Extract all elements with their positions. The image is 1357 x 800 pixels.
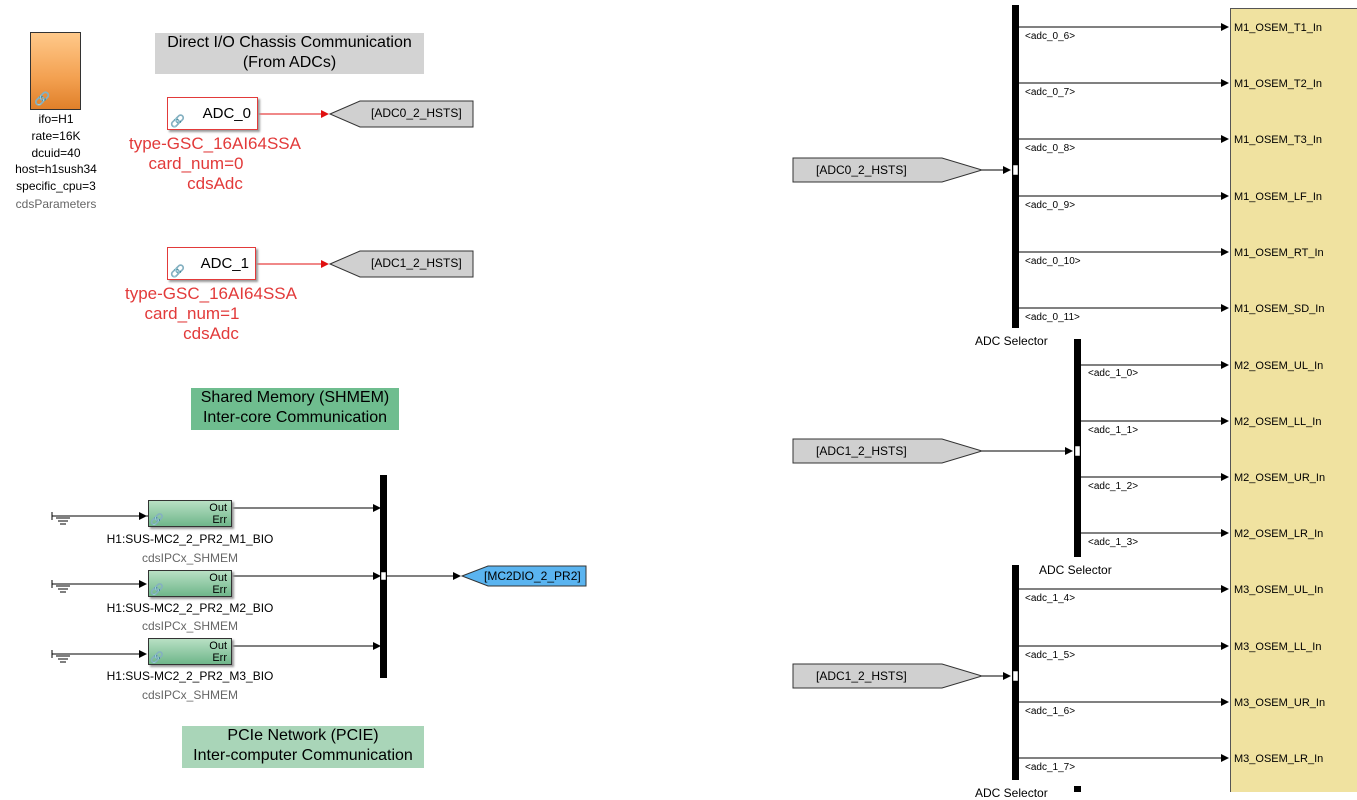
port-err: Err xyxy=(212,584,227,596)
shmem-title: Shared Memory (SHMEM) Inter-core Communi… xyxy=(191,388,399,430)
ipc-name-m1: H1:SUS-MC2_2_PR2_M1_BIO xyxy=(106,532,274,546)
title-line: (From ADCs) xyxy=(242,54,337,71)
port-err: Err xyxy=(212,514,227,526)
selector-label-2: ADC Selector xyxy=(1039,563,1112,577)
port-out: Out xyxy=(209,572,227,584)
input-port-label: M1_OSEM_T3_In xyxy=(1234,134,1323,146)
input-port-label: M3_OSEM_UR_In xyxy=(1234,697,1326,709)
adc1-card: card_num=1 xyxy=(144,304,240,323)
from-tag-adc0[interactable]: [ADC0_2_HSTS] xyxy=(816,163,907,177)
signal-label: <adc_1_2> xyxy=(1088,481,1139,492)
selector-label-3: ADC Selector xyxy=(975,786,1048,800)
selector-label-1: ADC Selector xyxy=(975,334,1048,348)
adc1-cdsadc: cdsAdc xyxy=(183,324,239,343)
signal-label: <adc_1_4> xyxy=(1025,593,1076,604)
params-block-name: cdsParameters xyxy=(15,197,97,211)
goto-adc0[interactable]: [ADC0_2_HSTS] xyxy=(371,106,462,120)
port-out: Out xyxy=(209,640,227,652)
input-port-label: M1_OSEM_LF_In xyxy=(1234,191,1323,203)
param-rate: rate=16K xyxy=(31,129,81,143)
cds-parameters-block[interactable]: 🔗 xyxy=(30,32,81,110)
link-icon: 🔗 xyxy=(150,652,164,664)
subsystem-block[interactable]: M1_OSEM_T1_In M1_OSEM_T2_In M1_OSEM_T3_I… xyxy=(1230,8,1357,792)
from-tag-adc1-b[interactable]: [ADC1_2_HSTS] xyxy=(816,669,907,683)
input-port-label: M2_OSEM_UL_In xyxy=(1234,360,1324,372)
adc1-label: ADC_1 xyxy=(200,255,249,272)
ground-icon xyxy=(51,580,70,593)
title-line: PCIe Network (PCIE) xyxy=(227,727,379,744)
input-port-label: M3_OSEM_UL_In xyxy=(1234,584,1324,596)
link-icon: 🔗 xyxy=(170,114,185,128)
signal-label: <adc_0_6> xyxy=(1025,31,1076,42)
signal-label: <adc_1_0> xyxy=(1088,368,1139,379)
title-line: Shared Memory (SHMEM) xyxy=(200,389,390,406)
signal-label: <adc_1_1> xyxy=(1088,425,1139,436)
ipc-name-m3: H1:SUS-MC2_2_PR2_M3_BIO xyxy=(106,669,274,683)
adc0-cdsadc: cdsAdc xyxy=(187,174,243,193)
ipc-type-m3: cdsIPCx_SHMEM xyxy=(141,688,239,702)
link-icon: 🔗 xyxy=(170,264,185,278)
param-host: host=h1sush34 xyxy=(15,162,97,176)
title-line: Direct I/O Chassis Communication xyxy=(167,34,412,51)
adc1-type: type-GSC_16AI64SSA xyxy=(125,284,297,303)
param-ifo: ifo=H1 xyxy=(38,112,74,126)
input-port-label: M3_OSEM_LR_In xyxy=(1234,753,1324,765)
signal-label: <adc_0_11> xyxy=(1025,312,1080,323)
title-line: Inter-computer Communication xyxy=(193,747,413,764)
input-port-label: M3_OSEM_LL_In xyxy=(1234,641,1322,653)
port-out: Out xyxy=(209,502,227,514)
ground-icon xyxy=(51,650,70,663)
title-line: Inter-core Communication xyxy=(202,409,388,426)
input-port-label: M1_OSEM_RT_In xyxy=(1234,247,1324,259)
ipc-type-m1: cdsIPCx_SHMEM xyxy=(141,551,239,565)
input-port-label: M2_OSEM_LR_In xyxy=(1234,528,1324,540)
signal-label: <adc_0_9> xyxy=(1025,200,1076,211)
adc0-card: card_num=0 xyxy=(148,154,244,173)
param-cpu: specific_cpu=3 xyxy=(16,179,96,193)
goto-adc1[interactable]: [ADC1_2_HSTS] xyxy=(371,256,462,270)
port-err: Err xyxy=(212,652,227,664)
goto-adc1-shape xyxy=(328,250,474,278)
param-dcuid: dcuid=40 xyxy=(31,146,81,160)
pcie-title: PCIe Network (PCIE) Inter-computer Commu… xyxy=(182,726,424,768)
adc1-block[interactable]: 🔗 ADC_1 xyxy=(167,247,256,280)
input-port-label: M1_OSEM_T2_In xyxy=(1234,78,1323,90)
input-port-label: M1_OSEM_SD_In xyxy=(1234,303,1325,315)
ipc-block-m3[interactable]: 🔗 Out Err xyxy=(148,638,232,665)
adc0-block[interactable]: 🔗 ADC_0 xyxy=(167,97,258,130)
signal-label: <adc_1_3> xyxy=(1088,537,1139,548)
goto-adc0-shape xyxy=(328,100,474,128)
adc0-type: type-GSC_16AI64SSA xyxy=(129,134,301,153)
signal-label: <adc_1_5> xyxy=(1025,650,1076,661)
link-icon: 🔗 xyxy=(150,514,164,526)
link-icon: 🔗 xyxy=(34,91,51,106)
ipc-type-m2: cdsIPCx_SHMEM xyxy=(141,619,239,633)
signal-label: <adc_1_7> xyxy=(1025,762,1076,773)
ipc-block-m1[interactable]: 🔗 Out Err xyxy=(148,500,232,527)
input-port-label: M2_OSEM_UR_In xyxy=(1234,472,1326,484)
link-icon: 🔗 xyxy=(150,584,164,596)
signal-label: <adc_0_7> xyxy=(1025,87,1076,98)
input-port-label: M1_OSEM_T1_In xyxy=(1234,22,1323,34)
signal-label: <adc_1_6> xyxy=(1025,706,1076,717)
from-tag-adc1[interactable]: [ADC1_2_HSTS] xyxy=(816,444,907,458)
signal-label: <adc_0_10> xyxy=(1025,256,1081,267)
ipc-name-m2: H1:SUS-MC2_2_PR2_M2_BIO xyxy=(106,601,274,615)
input-port-label: M2_OSEM_LL_In xyxy=(1234,416,1322,428)
direct-io-title: Direct I/O Chassis Communication (From A… xyxy=(155,33,424,74)
signal-label: <adc_0_8> xyxy=(1025,143,1076,154)
ipc-block-m2[interactable]: 🔗 Out Err xyxy=(148,570,232,597)
ground-icon xyxy=(51,512,148,525)
goto-mc2-shape xyxy=(460,565,587,587)
goto-mc2[interactable]: [MC2DIO_2_PR2] xyxy=(484,569,581,583)
adc0-label: ADC_0 xyxy=(202,105,251,122)
